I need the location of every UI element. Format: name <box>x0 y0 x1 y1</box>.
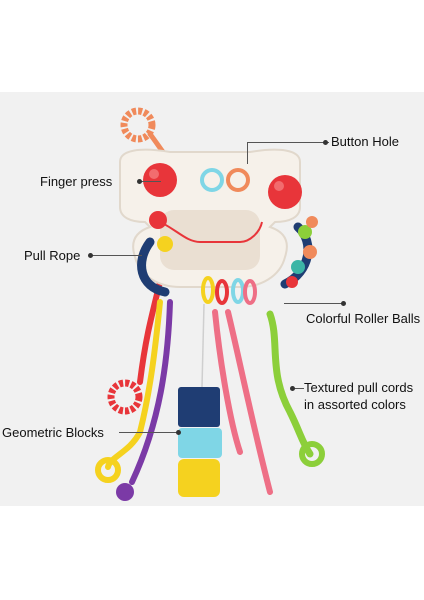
leader-dot-finger-press <box>137 179 142 184</box>
leader-button-hole <box>247 142 329 143</box>
button-holes <box>200 168 250 192</box>
leader-button-hole-drop <box>247 142 248 164</box>
yellow-pull-cord <box>95 299 163 483</box>
leader-pull-cords <box>292 388 304 389</box>
leader-pull-rope <box>92 255 142 256</box>
callout-pull-cords-line1: Textured pull cords <box>304 380 414 395</box>
finger-press-buttons <box>143 163 302 209</box>
roller-balls <box>286 216 318 288</box>
leader-dot-geometric-blocks <box>176 430 181 435</box>
pink-pull-cords <box>212 309 273 495</box>
leader-geometric-blocks <box>119 432 179 433</box>
green-pull-cord <box>266 310 325 467</box>
leader-finger-press <box>141 181 161 182</box>
leader-dot-pull-rope <box>88 253 93 258</box>
callout-pull-rope: Pull Rope <box>24 248 81 263</box>
sensory-toy-illustration <box>95 107 325 501</box>
product-photo <box>0 92 424 506</box>
bottom-rings <box>201 276 257 305</box>
geometric-blocks <box>178 303 222 497</box>
callout-button-hole: Button Hole <box>331 134 399 149</box>
callout-finger-press: Finger press <box>40 174 113 189</box>
callout-geometric-blocks: Geometric Blocks <box>2 425 104 440</box>
leader-dot-pull-cords <box>290 386 295 391</box>
callout-roller-balls: Colorful Roller Balls <box>306 311 421 326</box>
leader-roller-balls <box>284 303 344 304</box>
purple-pull-cord <box>116 299 173 501</box>
leader-dot-roller-balls <box>341 301 346 306</box>
leader-dot-button-hole <box>323 140 328 145</box>
callout-pull-cords-line2: in assorted colors <box>304 397 406 412</box>
pull-rope <box>149 211 263 252</box>
